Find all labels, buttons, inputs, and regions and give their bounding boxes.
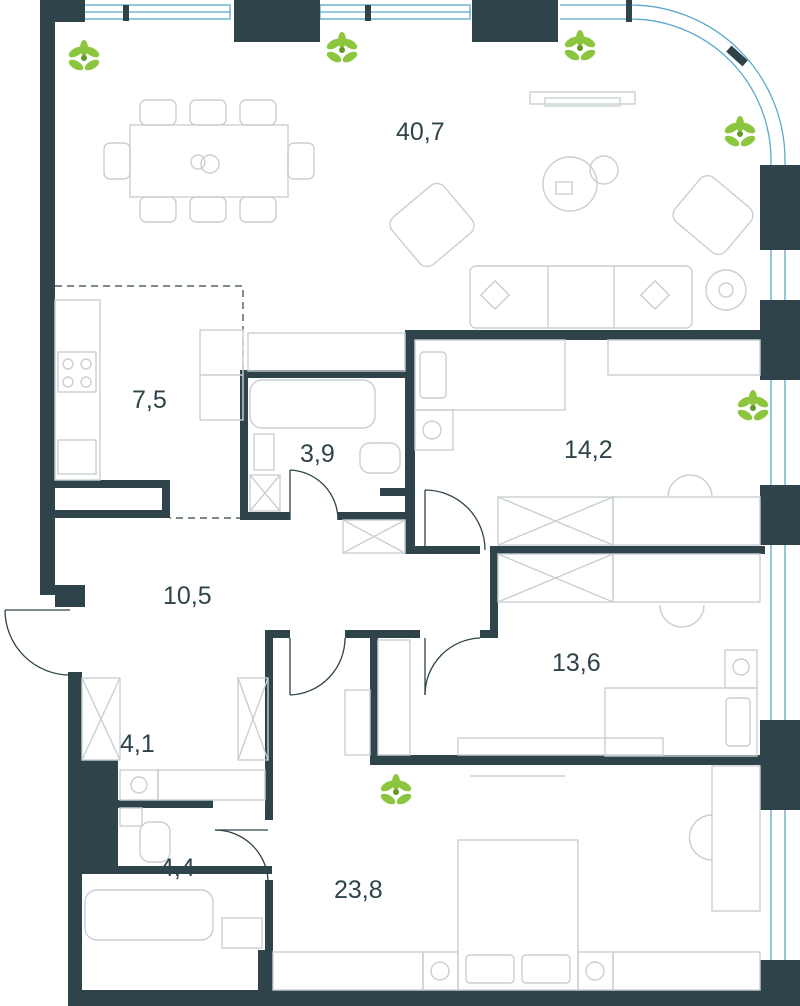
plant-icon bbox=[380, 774, 412, 805]
plant-icon bbox=[724, 116, 756, 147]
windows bbox=[79, 4, 786, 960]
armchair-left bbox=[389, 182, 475, 268]
bathtub-2 bbox=[84, 889, 214, 941]
area-labels: 40,7 7,5 3,9 14,2 10,5 13,6 4,1 4,4 23,8 bbox=[120, 118, 613, 904]
armchair-right bbox=[672, 174, 754, 256]
room-area-master-bedroom: 23,8 bbox=[334, 876, 383, 904]
dining-chairs bbox=[103, 99, 315, 223]
plant-icon bbox=[564, 30, 596, 61]
plant-icon bbox=[68, 40, 100, 71]
furniture bbox=[54, 91, 761, 991]
bed-bedroom-2 bbox=[604, 687, 758, 757]
plants bbox=[68, 30, 769, 805]
room-area-bath-1: 3,9 bbox=[300, 440, 335, 468]
toilet-1 bbox=[359, 442, 401, 474]
master-bed bbox=[457, 839, 579, 991]
room-area-wardrobe: 4,1 bbox=[120, 730, 155, 758]
desk-bedroom-2 bbox=[612, 553, 761, 603]
tv-unit bbox=[529, 91, 636, 105]
desk-bedroom-1 bbox=[612, 496, 761, 546]
kitchen-counter bbox=[54, 299, 101, 481]
plant-icon bbox=[737, 390, 769, 421]
bed-bedroom-1 bbox=[414, 339, 566, 411]
wardrobe-bedroom-2 bbox=[377, 639, 411, 756]
doors bbox=[4, 469, 486, 881]
room-area-bedroom-2: 13,6 bbox=[552, 649, 601, 677]
wardrobe-bedroom-1 bbox=[607, 339, 761, 376]
room-area-bedroom-1: 14,2 bbox=[564, 436, 613, 464]
plant-icon bbox=[326, 32, 358, 63]
bathtub-1 bbox=[249, 379, 376, 429]
dining-table bbox=[129, 124, 289, 198]
desk-master bbox=[711, 765, 761, 912]
room-area-kitchen: 7,5 bbox=[132, 386, 167, 414]
walls bbox=[40, 0, 800, 1006]
wardrobe-strip bbox=[247, 332, 406, 372]
coffee-table bbox=[542, 156, 598, 212]
room-area-living: 40,7 bbox=[396, 118, 445, 146]
toilet-2 bbox=[139, 821, 171, 863]
room-area-bath-2: 4,4 bbox=[160, 854, 195, 882]
room-area-hall: 10,5 bbox=[163, 582, 212, 610]
sofa bbox=[469, 265, 693, 329]
